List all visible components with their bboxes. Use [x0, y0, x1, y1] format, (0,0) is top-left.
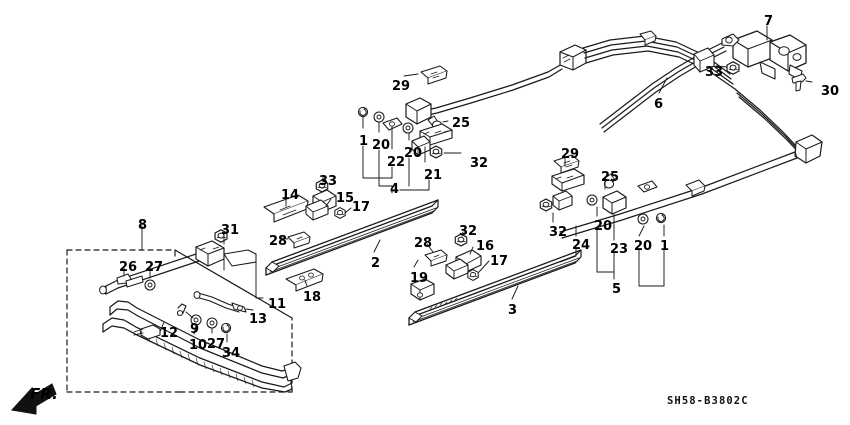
callout-2: 2 — [371, 256, 381, 271]
callout-32b: 32 — [549, 225, 568, 240]
callout-18: 18 — [303, 290, 322, 305]
callout-28b: 28 — [414, 236, 433, 251]
front-direction-arrow — [11, 383, 57, 415]
callout-7: 7 — [764, 14, 774, 29]
callout-4: 4 — [390, 182, 400, 197]
callout-27b: 27 — [207, 337, 226, 352]
callout-13: 13 — [249, 312, 268, 327]
callout-25: 25 — [452, 116, 471, 131]
callout-14: 14 — [281, 188, 300, 203]
callout-21: 21 — [424, 168, 443, 183]
callout-28: 28 — [269, 234, 288, 249]
callout-33b: 33 — [319, 174, 338, 189]
callout-34: 34 — [222, 346, 241, 361]
callout-25b: 25 — [601, 170, 620, 185]
callout-31: 31 — [221, 223, 240, 238]
callout-8: 8 — [138, 218, 148, 233]
diagram-code: SH58-B3802C — [667, 395, 749, 407]
callout-5: 5 — [612, 282, 622, 297]
callout-17: 17 — [352, 200, 371, 215]
callout-33: 33 — [705, 65, 724, 80]
callout-27: 27 — [145, 260, 164, 275]
callout-20b: 20 — [404, 146, 423, 161]
front-direction-label: FR. — [30, 385, 58, 403]
callout-26: 26 — [119, 260, 138, 275]
callout-20c: 20 — [594, 219, 613, 234]
callout-16: 16 — [476, 239, 495, 254]
callout-29: 29 — [392, 79, 411, 94]
callout-24: 24 — [572, 238, 591, 253]
callout-6: 6 — [654, 97, 664, 112]
callout-17b: 17 — [490, 254, 509, 269]
callout-22: 22 — [387, 155, 406, 170]
callout-32: 32 — [470, 156, 489, 171]
callout-10: 10 — [189, 338, 208, 353]
callout-9: 9 — [190, 322, 200, 337]
callout-3: 3 — [508, 303, 518, 318]
callout-1b: 1 — [660, 239, 670, 254]
callout-20d: 20 — [634, 239, 653, 254]
callout-11: 11 — [268, 297, 287, 312]
callout-23: 23 — [610, 242, 629, 257]
callout-15: 15 — [336, 191, 355, 206]
callout-29b: 29 — [561, 147, 580, 162]
callout-20: 20 — [372, 138, 391, 153]
callout-12: 12 — [160, 326, 179, 341]
callout-19: 19 — [410, 271, 429, 286]
callout-1: 1 — [359, 134, 369, 149]
callout-32c: 32 — [459, 224, 478, 239]
callout-30: 30 — [821, 84, 840, 99]
